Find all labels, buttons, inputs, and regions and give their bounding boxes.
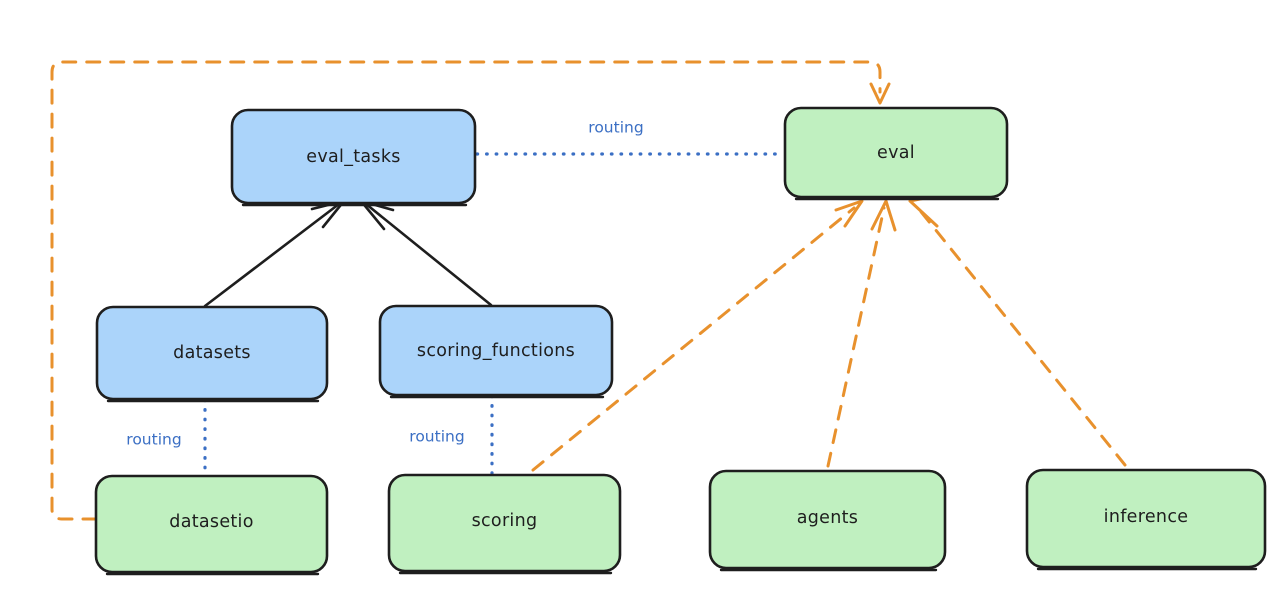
node-eval-box[interactable] bbox=[783, 106, 1009, 199]
edge-label-routing-eval: routing bbox=[588, 119, 643, 137]
routing-edges bbox=[203, 152, 786, 477]
node-inference-box[interactable] bbox=[1025, 468, 1267, 569]
edge-datasets-to-eval_tasks bbox=[203, 199, 346, 308]
node-scoring-box[interactable] bbox=[387, 473, 622, 573]
node-agents[interactable]: agents bbox=[708, 469, 947, 572]
node-scoring_functions-box[interactable] bbox=[378, 304, 614, 397]
node-inference-label: inference bbox=[1104, 507, 1189, 527]
node-inference[interactable]: inference bbox=[1025, 468, 1267, 571]
node-agents-label: agents bbox=[797, 508, 858, 528]
node-scoring_functions[interactable]: scoring_functions bbox=[378, 304, 614, 399]
edge-path-scoring-eval bbox=[531, 206, 856, 472]
node-eval-label: eval bbox=[877, 143, 915, 163]
edge-datasetio-to-eval bbox=[50, 60, 891, 521]
node-datasetio-box[interactable] bbox=[94, 474, 329, 574]
edge-agents-to-eval bbox=[826, 199, 897, 468]
edge-path-agents-eval bbox=[826, 206, 886, 468]
node-datasets-label: datasets bbox=[173, 343, 251, 363]
arrowhead-agents-eval bbox=[870, 199, 897, 232]
edge-scoringfunctions-to-eval_tasks bbox=[359, 199, 493, 307]
node-scoring-label: scoring bbox=[472, 511, 538, 531]
node-datasets-box[interactable] bbox=[95, 305, 329, 401]
edge-inference-to-eval bbox=[908, 194, 1127, 467]
edge-path-inference-eval bbox=[916, 206, 1127, 467]
node-eval_tasks-label: eval_tasks bbox=[306, 147, 400, 167]
node-eval_tasks-box[interactable] bbox=[230, 108, 477, 205]
node-datasetio[interactable]: datasetio bbox=[94, 474, 329, 576]
edge-labels: routing routing routing bbox=[126, 119, 643, 449]
edge-path-datasetio-eval bbox=[50, 60, 882, 521]
edge-label-routing-scoring: routing bbox=[409, 428, 464, 446]
node-agents-box[interactable] bbox=[708, 469, 947, 570]
dependency-edges bbox=[50, 60, 1127, 521]
arrowhead-datasetio-eval bbox=[869, 82, 891, 105]
edge-path-scoringfunctions-eval_tasks bbox=[364, 202, 493, 307]
edge-path-datasets-eval_tasks bbox=[203, 202, 341, 308]
node-eval[interactable]: eval bbox=[783, 106, 1009, 201]
edge-label-routing-datasetio: routing bbox=[126, 431, 181, 449]
node-eval_tasks[interactable]: eval_tasks bbox=[230, 108, 477, 207]
node-datasetio-label: datasetio bbox=[169, 512, 253, 532]
edge-scoring-to-eval bbox=[531, 199, 864, 472]
arrowhead-scoring-eval bbox=[834, 199, 864, 228]
node-datasets[interactable]: datasets bbox=[95, 305, 329, 403]
composition-edges bbox=[203, 199, 493, 308]
node-scoring_functions-label: scoring_functions bbox=[417, 341, 575, 361]
node-scoring[interactable]: scoring bbox=[387, 473, 622, 575]
arrowhead-inference-eval bbox=[908, 194, 939, 228]
